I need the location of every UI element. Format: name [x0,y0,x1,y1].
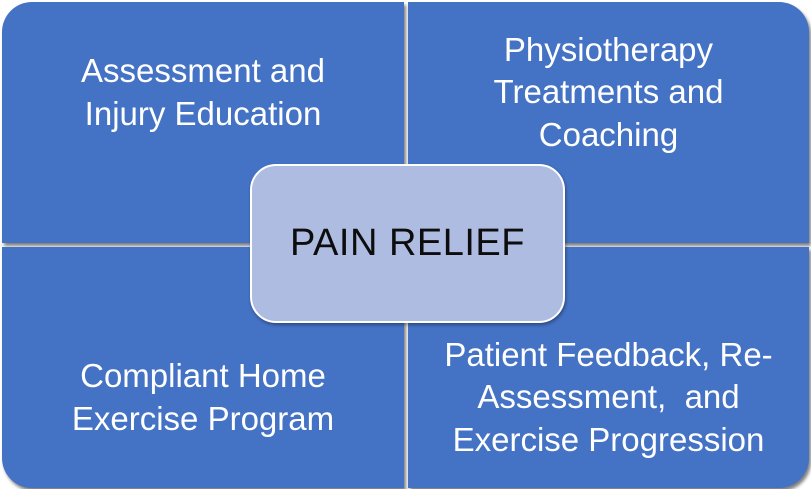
quadrant-top-right: Physiotherapy Treatments and Coaching [408,2,809,243]
quadrant-bottom-right-label: Patient Feedback, Re- Assessment, and Ex… [444,336,773,458]
quadrant-top-right-label: Physiotherapy Treatments and Coaching [493,31,724,153]
quadrant-top-left-label: Assessment and Injury Education [81,52,325,132]
quadrant-top-left: Assessment and Injury Education [2,2,404,243]
center-shape-label: PAIN RELIEF [290,222,525,264]
center-shape: PAIN RELIEF [250,164,565,323]
quadrant-bottom-left-label: Compliant Home Exercise Program [71,357,335,437]
